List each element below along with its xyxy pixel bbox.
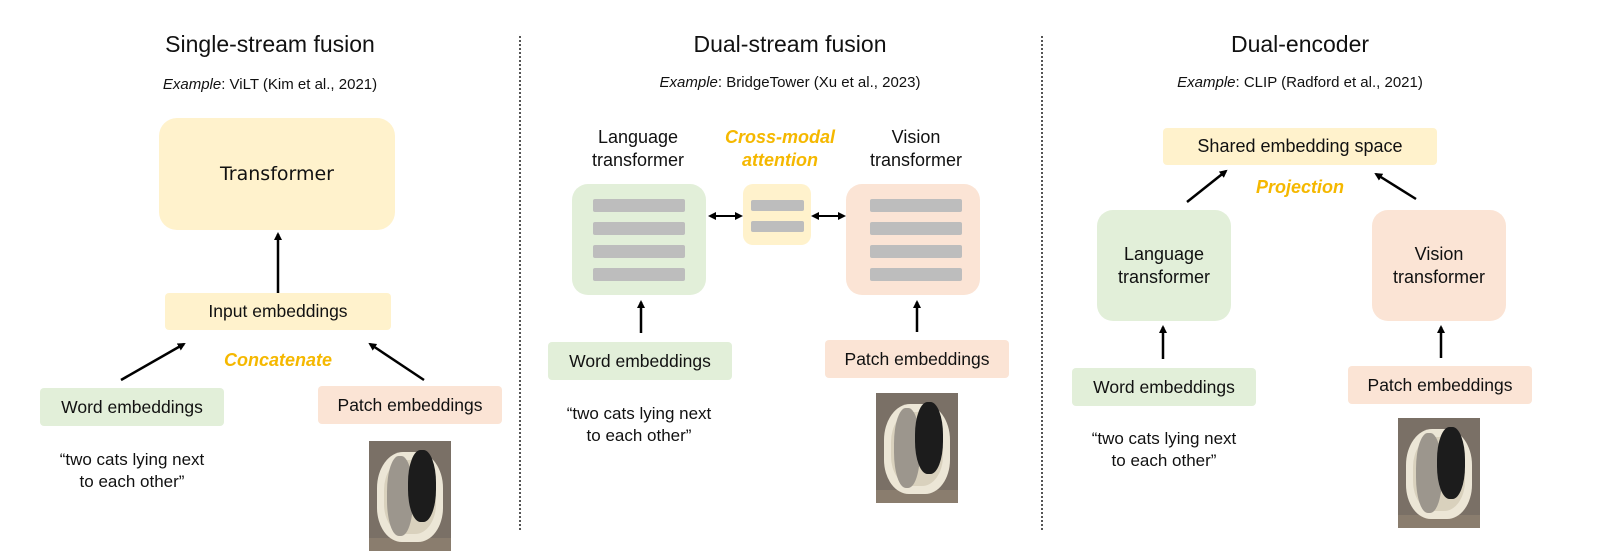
language-token-bar <box>593 199 685 212</box>
patch-embeddings-label: Patch embeddings <box>844 348 990 369</box>
panel-3-title: Dual-encoder <box>1230 31 1370 57</box>
caption-line-2: to each other” <box>1111 451 1217 470</box>
example-text: : BridgeTower (Xu et al., 2023) <box>717 74 921 91</box>
cat-photo-image <box>369 441 451 551</box>
caption-line-1: “two cats lying next <box>566 404 712 423</box>
panel-divider-2 <box>1041 36 1043 530</box>
text-caption: “two cats lying next to each other” <box>32 449 232 493</box>
transformer-box: Transformer <box>159 118 395 230</box>
shared-embedding-space-label: Shared embedding space <box>1197 136 1403 156</box>
vision-transformer-label: Vision transformer <box>846 126 986 172</box>
word-embeddings-label: Word embeddings <box>1093 376 1235 397</box>
example-label: Example <box>162 76 222 93</box>
cat-photo-image <box>1398 418 1480 528</box>
language-line-1: Language <box>1123 243 1205 264</box>
patch-embeddings-box: Patch embeddings <box>1348 366 1532 404</box>
word-embeddings-label: Word embeddings <box>569 350 711 371</box>
arrow-word-to-input <box>120 342 186 382</box>
panel-2-example: Example: BridgeTower (Xu et al., 2023) <box>620 74 960 91</box>
caption-line-2: to each other” <box>586 426 692 445</box>
caption-line-1: “two cats lying next <box>59 450 205 469</box>
cross-modal-attention-box <box>743 184 811 245</box>
example-label: Example <box>659 74 718 91</box>
input-embeddings-label: Input embeddings <box>208 301 348 321</box>
word-embeddings-label: Word embeddings <box>61 396 203 417</box>
text-caption: “two cats lying next to each other” <box>1064 428 1264 472</box>
language-token-bar <box>593 268 685 281</box>
concatenate-label: Concatenate <box>223 350 333 370</box>
language-transformer-label: Language transformer <box>568 126 708 172</box>
language-line-1: Language <box>597 127 679 147</box>
vision-line-1: Vision <box>891 127 941 147</box>
panel-3-example: Example: CLIP (Radford et al., 2021) <box>1140 74 1460 91</box>
panel-divider-1 <box>519 36 521 530</box>
word-embeddings-box: Word embeddings <box>548 342 732 380</box>
cross-modal-line-2: attention <box>742 150 818 170</box>
vision-token-bar <box>870 199 962 212</box>
cross-modal-attention-label: Cross-modal attention <box>710 126 850 172</box>
example-label: Example <box>1177 74 1236 91</box>
vision-token-bar <box>870 268 962 281</box>
example-text: : CLIP (Radford et al., 2021) <box>1235 74 1423 91</box>
vision-token-bar <box>870 222 962 235</box>
vision-transformer-box: Vision transformer <box>1372 210 1506 321</box>
vision-token-bar <box>870 245 962 258</box>
language-token-bar <box>593 245 685 258</box>
caption-line-1: “two cats lying next <box>1091 429 1237 448</box>
patch-embeddings-label: Patch embeddings <box>337 394 483 415</box>
word-embeddings-box: Word embeddings <box>1072 368 1256 406</box>
patch-embeddings-box: Patch embeddings <box>318 386 502 424</box>
projection-label: Projection <box>1255 177 1344 197</box>
panel-1-title: Single-stream fusion <box>165 31 375 57</box>
cat-photo-image <box>876 393 958 503</box>
patch-embeddings-label: Patch embeddings <box>1367 374 1513 395</box>
example-text: : ViLT (Kim et al., 2021) <box>221 76 378 93</box>
language-token-bar <box>593 222 685 235</box>
panel-1-example: Example: ViLT (Kim et al., 2021) <box>130 76 410 93</box>
shared-embedding-space-box: Shared embedding space <box>1163 128 1437 165</box>
vision-line-1: Vision <box>1414 243 1464 264</box>
panel-2-title: Dual-stream fusion <box>693 31 887 57</box>
arrow-language-to-shared <box>1186 169 1228 203</box>
caption-line-2: to each other” <box>79 472 185 491</box>
vision-line-2: transformer <box>869 150 963 170</box>
arrow-patch-to-input <box>368 342 425 382</box>
patch-embeddings-box: Patch embeddings <box>825 340 1009 378</box>
cross-modal-token-bar <box>751 221 804 232</box>
language-line-2: transformer <box>591 150 685 170</box>
word-embeddings-box: Word embeddings <box>40 388 224 426</box>
cross-modal-token-bar <box>751 200 804 211</box>
text-caption: “two cats lying next to each other” <box>539 403 739 447</box>
transformer-label: Transformer <box>219 163 334 185</box>
vision-line-2: transformer <box>1392 266 1486 287</box>
language-line-2: transformer <box>1117 266 1211 287</box>
arrow-vision-to-shared <box>1374 172 1417 201</box>
language-transformer-box: Language transformer <box>1097 210 1231 321</box>
cross-modal-line-1: Cross-modal <box>724 127 836 147</box>
input-embeddings-box: Input embeddings <box>165 293 391 330</box>
